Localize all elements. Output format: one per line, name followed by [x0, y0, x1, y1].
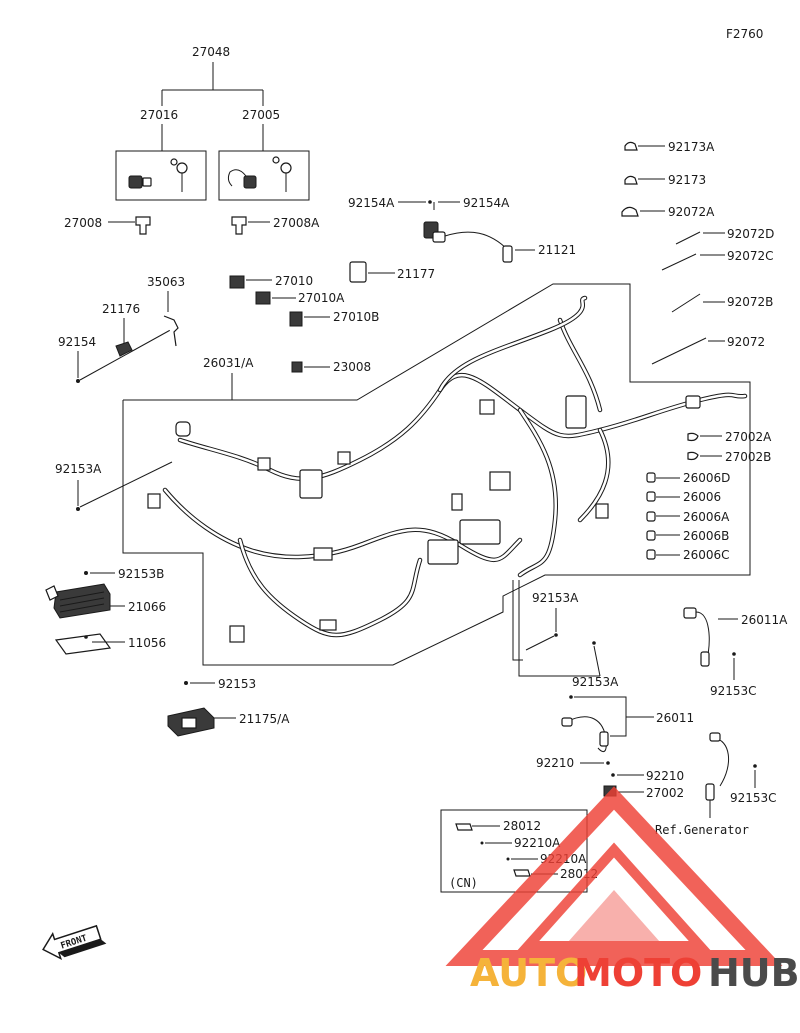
- callout-92153A-1: 92153A: [55, 462, 102, 476]
- callout-92072: 92072: [727, 335, 765, 349]
- figure-code: F2760: [726, 27, 763, 41]
- callout-28012-1: 28012: [503, 819, 541, 833]
- callout-23008: 23008: [333, 360, 371, 374]
- callout-92154A-1: 92154A: [348, 196, 395, 210]
- main-harness-26031: 26031/A: [122, 283, 751, 666]
- callout-21066: 21066: [128, 600, 166, 614]
- callout-27010B: 27010B: [333, 310, 379, 324]
- watermark-moto: MOTO: [574, 951, 702, 995]
- callout-11056: 11056: [128, 636, 166, 650]
- callout-27048: 27048: [192, 45, 230, 59]
- callout-27008A: 27008A: [273, 216, 320, 230]
- callout-92153B: 92153B: [118, 567, 164, 581]
- callout-26006C: 26006C: [683, 548, 730, 562]
- callout-92210-1: 92210: [536, 756, 574, 770]
- callout-27002A: 27002A: [725, 430, 772, 444]
- callout-92153C-2: 92153C: [730, 791, 777, 805]
- callout-26011A: 26011A: [741, 613, 788, 627]
- callout-27002: 27002: [646, 786, 684, 800]
- lead-26011-group: 26011 92210 92210 27002: [536, 695, 694, 800]
- callout-35063: 35063: [147, 275, 185, 289]
- callout-26006B: 26006B: [683, 529, 729, 543]
- generator-lead-group: Ref.Generator 92153C: [655, 732, 777, 837]
- watermark-text: AUTO MOTO HUB: [470, 951, 800, 995]
- callout-21177: 21177: [397, 267, 435, 281]
- unit-21177-group: 21177: [349, 261, 435, 283]
- callout-26006A: 26006A: [683, 510, 730, 524]
- callout-92154A-2: 92154A: [463, 196, 510, 210]
- callout-27016: 27016: [140, 108, 178, 122]
- callout-26006D: 26006D: [683, 471, 730, 485]
- callout-92072A: 92072A: [668, 205, 715, 219]
- connector-27008-group: 27008 27008A: [64, 216, 320, 235]
- callout-26031A: 26031/A: [203, 356, 254, 370]
- small-parts-right-group: 27002A 27002B 26006D 26006 26006A 26006B…: [646, 430, 772, 562]
- callout-27005: 27005: [242, 108, 280, 122]
- key-set-box-27016: [115, 150, 207, 201]
- ref-generator-label: Ref.Generator: [655, 823, 749, 837]
- callout-92072D: 92072D: [727, 227, 774, 241]
- callout-92210A-1: 92210A: [514, 836, 561, 850]
- callout-92153A-mid-group: 92153A 92153A: [512, 580, 619, 689]
- callout-92173: 92173: [668, 173, 706, 187]
- callout-27010: 27010: [275, 274, 313, 288]
- callout-92154: 92154: [58, 335, 96, 349]
- bracket-21176-group: 35063 21176 92154: [58, 275, 185, 383]
- regulator-21066-group: 92153B 21066 11056: [45, 567, 166, 655]
- key-icon: [176, 162, 188, 174]
- callout-92153A-left-group: 92153A: [55, 461, 173, 511]
- callout-21176: 21176: [102, 302, 140, 316]
- automotohub-logo-icon: [445, 786, 783, 966]
- switch-set-group: 27048 27016 27005: [115, 45, 310, 201]
- key-set-box-27005: [218, 150, 310, 201]
- callout-27010A: 27010A: [298, 291, 345, 305]
- ecu-21175-group: 92153 21175/A: [167, 677, 290, 737]
- callout-92153C-1: 92153C: [710, 684, 757, 698]
- cn-label: (CN): [449, 876, 478, 890]
- watermark-hub: HUB: [708, 951, 800, 995]
- clamps-group: 92173A 92173 92072A 92072D 92072C 92072B…: [621, 140, 774, 365]
- callout-21175A: 21175/A: [239, 712, 290, 726]
- watermark-auto: AUTO: [470, 951, 587, 995]
- callout-92210-2: 92210: [646, 769, 684, 783]
- callout-27008: 27008: [64, 216, 102, 230]
- callout-92072B: 92072B: [727, 295, 773, 309]
- callout-21121: 21121: [538, 243, 576, 257]
- callout-27002B: 27002B: [725, 450, 771, 464]
- front-arrow-icon: FRONT: [42, 924, 107, 960]
- callout-26011: 26011: [656, 711, 694, 725]
- callout-92153A-2: 92153A: [532, 591, 579, 605]
- callout-92153A-3: 92153A: [572, 675, 619, 689]
- sensor-21121-group: 92154A 92154A 21121: [348, 196, 576, 263]
- lead-26011A-group: 26011A 92153C: [683, 607, 788, 698]
- callout-92072C: 92072C: [727, 249, 774, 263]
- relays-27010-group: 27010 27010A 27010B 23008: [229, 274, 379, 374]
- callout-92153: 92153: [218, 677, 256, 691]
- callout-26006: 26006: [683, 490, 721, 504]
- callout-92173A: 92173A: [668, 140, 715, 154]
- lock-cylinder-icon: [128, 175, 143, 189]
